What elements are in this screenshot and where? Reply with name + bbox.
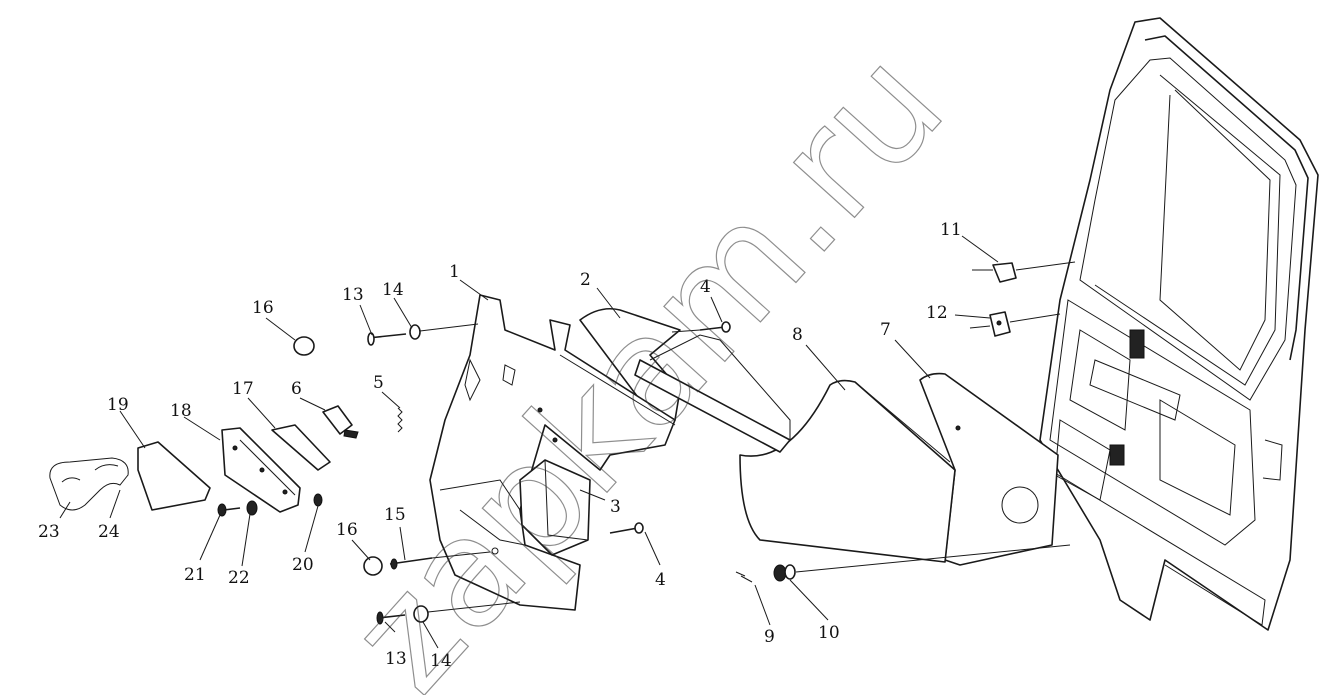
callout-4-lower: 4 — [655, 570, 666, 590]
part-9-clip — [735, 571, 753, 583]
part-2-bracket — [579, 307, 791, 453]
callout-16-lower: 16 — [336, 520, 358, 540]
callout-10: 10 — [818, 623, 840, 643]
part-8-panel — [739, 379, 956, 563]
part-13-14-screw-lower — [376, 601, 521, 625]
part-23-24-handle — [49, 457, 129, 511]
callout-11: 11 — [940, 220, 962, 240]
part-7-insulation-panel — [919, 372, 1059, 566]
part-16-cap-lower — [363, 556, 383, 576]
watermark: zapkam.ru — [317, 19, 977, 695]
callout-22: 22 — [228, 568, 250, 588]
callout-4-upper: 4 — [700, 277, 711, 297]
callout-13-lower: 13 — [385, 649, 407, 669]
part-11-clip — [972, 261, 1076, 283]
callout-leaders — [59, 235, 999, 649]
callout-14-lower: 14 — [430, 651, 452, 671]
callout-5: 5 — [373, 373, 384, 393]
part-13-14-screw-top — [367, 323, 479, 346]
callout-20: 20 — [292, 555, 314, 575]
part-5-spring — [397, 407, 403, 433]
callout-8: 8 — [792, 325, 803, 345]
callout-labels: 1 2 3 4 4 5 6 7 8 9 10 11 12 13 13 14 14… — [38, 220, 962, 671]
door-frame — [1039, 17, 1319, 631]
callout-3: 3 — [610, 497, 621, 517]
callout-7: 7 — [880, 320, 891, 340]
part-6-clip — [322, 405, 359, 439]
callout-2: 2 — [580, 270, 591, 290]
callout-14-upper: 14 — [382, 280, 404, 300]
part-4-screw-lower — [609, 527, 639, 534]
callout-13-upper: 13 — [342, 285, 364, 305]
part-16-cap-top — [293, 336, 315, 356]
callout-16-upper: 16 — [252, 298, 274, 318]
part-4-screw-upper — [699, 326, 726, 331]
callout-19: 19 — [107, 395, 129, 415]
callout-1: 1 — [449, 262, 460, 282]
part-12-clip — [969, 311, 1061, 337]
callout-17: 17 — [232, 379, 254, 399]
callout-9: 9 — [764, 627, 775, 647]
part-10-grommet — [773, 544, 1071, 582]
part-18-bracket — [221, 427, 301, 513]
part-19-strip — [137, 441, 211, 511]
callout-21: 21 — [184, 565, 206, 585]
part-22-washer — [246, 500, 258, 516]
callout-6: 6 — [291, 379, 302, 399]
callout-12: 12 — [926, 303, 948, 323]
callout-23: 23 — [38, 522, 60, 542]
part-17-plate — [271, 424, 331, 471]
callout-18: 18 — [170, 401, 192, 421]
callout-24: 24 — [98, 522, 120, 542]
part-1-trim-panel — [429, 294, 676, 611]
callout-15: 15 — [384, 505, 406, 525]
part-20-nut — [313, 493, 323, 507]
